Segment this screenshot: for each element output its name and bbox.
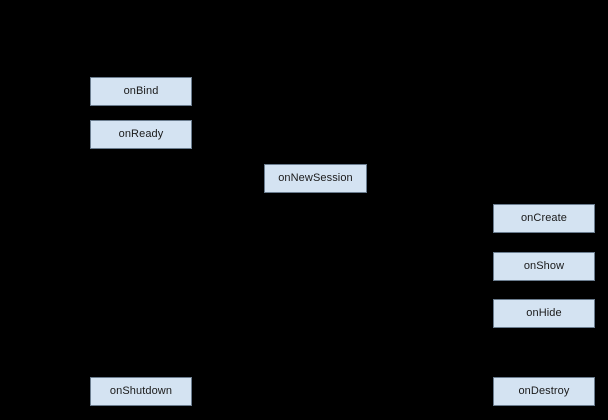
node-label: onNewSession xyxy=(278,172,353,184)
node-onDestroy[interactable]: onDestroy xyxy=(493,377,595,406)
node-label: onShutdown xyxy=(109,385,173,397)
node-label: onDestroy xyxy=(518,385,570,397)
node-label: onShow xyxy=(523,260,565,272)
node-onBind[interactable]: onBind xyxy=(90,77,192,106)
node-onCreate[interactable]: onCreate xyxy=(493,204,595,233)
node-onNewSession[interactable]: onNewSession xyxy=(264,164,367,193)
node-onHide[interactable]: onHide xyxy=(493,299,595,328)
node-label: onCreate xyxy=(520,212,568,224)
node-label: onHide xyxy=(526,307,562,319)
node-onReady[interactable]: onReady xyxy=(90,120,192,149)
node-label: onReady xyxy=(118,128,164,140)
node-onShow[interactable]: onShow xyxy=(493,252,595,281)
node-label: onBind xyxy=(123,85,159,97)
node-onShutdown[interactable]: onShutdown xyxy=(90,377,192,406)
